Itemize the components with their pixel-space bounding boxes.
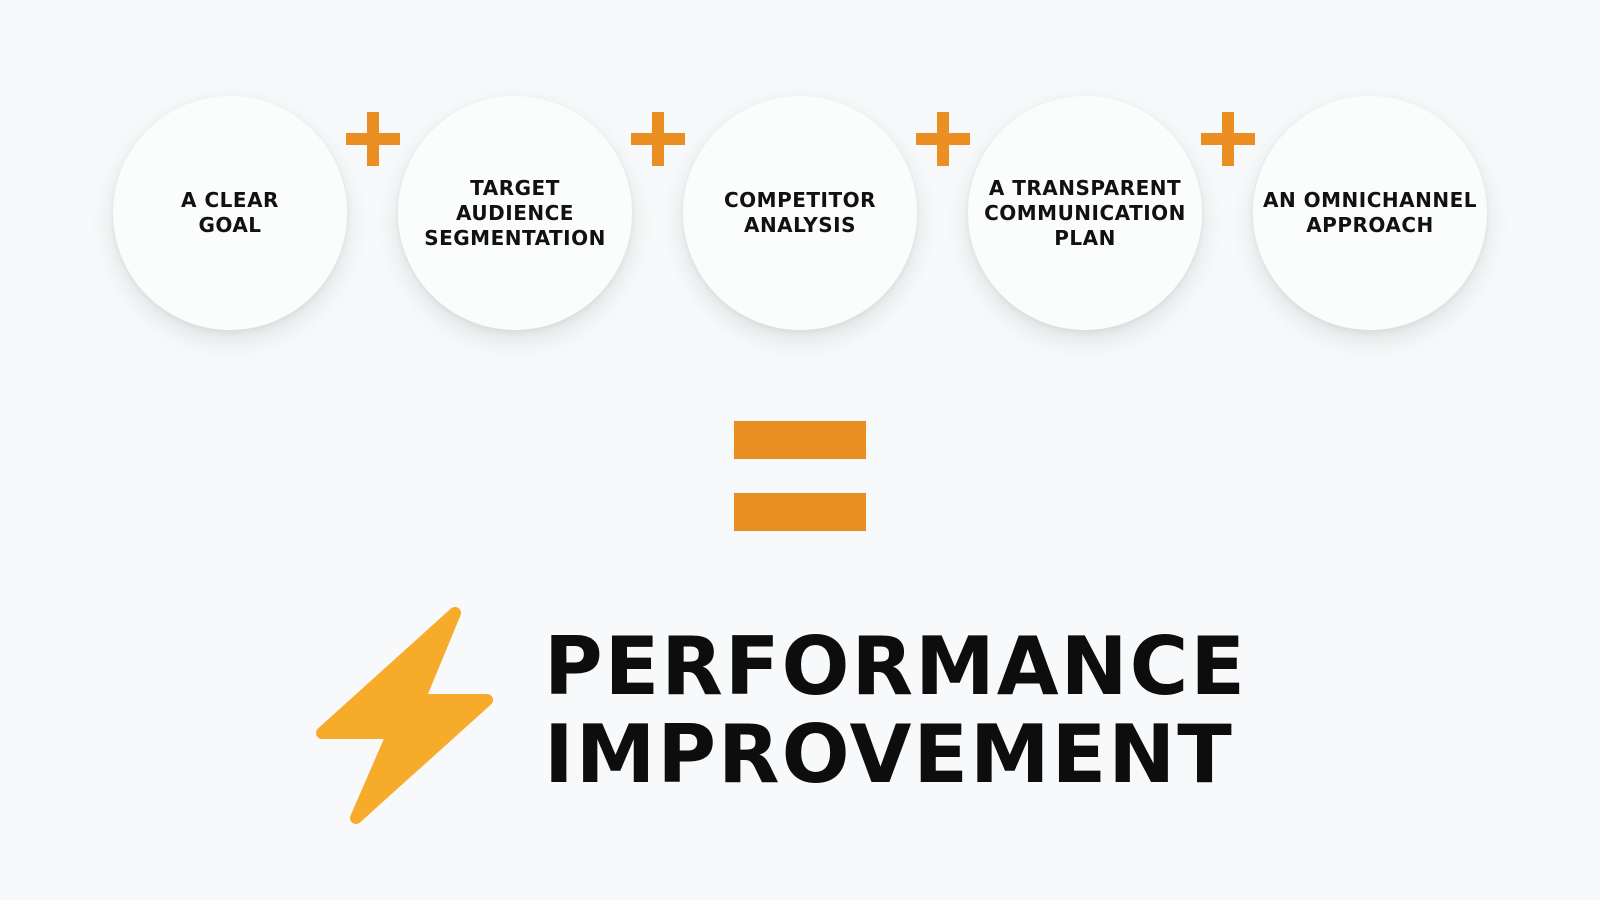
component-label: AN OMNICHANNEL APPROACH	[1262, 188, 1478, 237]
component-circle-clear-goal: A CLEAR GOAL	[113, 96, 347, 330]
components-row: A CLEAR GOAL TARGET AUDIENCE SEGMENTATIO…	[0, 0, 1600, 360]
component-label: A CLEAR GOAL	[181, 188, 279, 237]
plus-icon	[346, 112, 400, 166]
result-title: PERFORMANCE IMPROVEMENT	[544, 623, 1247, 799]
component-label: TARGET AUDIENCE SEGMENTATION	[424, 175, 606, 250]
equals-bar-top	[734, 421, 866, 459]
equals-bar-bottom	[734, 493, 866, 531]
component-circle-communication-plan: A TRANSPARENT COMMUNICATION PLAN	[968, 96, 1202, 330]
plus-icon	[631, 112, 685, 166]
component-label: COMPETITOR ANALYSIS	[723, 188, 877, 237]
component-circle-target-audience: TARGET AUDIENCE SEGMENTATION	[398, 96, 632, 330]
equals-icon	[734, 421, 866, 531]
result-line-2: IMPROVEMENT	[544, 708, 1234, 801]
plus-icon	[1201, 112, 1255, 166]
plus-icon	[916, 112, 970, 166]
lightning-bolt-icon	[316, 607, 493, 824]
component-label: A TRANSPARENT COMMUNICATION PLAN	[984, 175, 1186, 250]
result-line-1: PERFORMANCE	[544, 620, 1247, 713]
component-circle-omnichannel: AN OMNICHANNEL APPROACH	[1253, 96, 1487, 330]
component-circle-competitor-analysis: COMPETITOR ANALYSIS	[683, 96, 917, 330]
